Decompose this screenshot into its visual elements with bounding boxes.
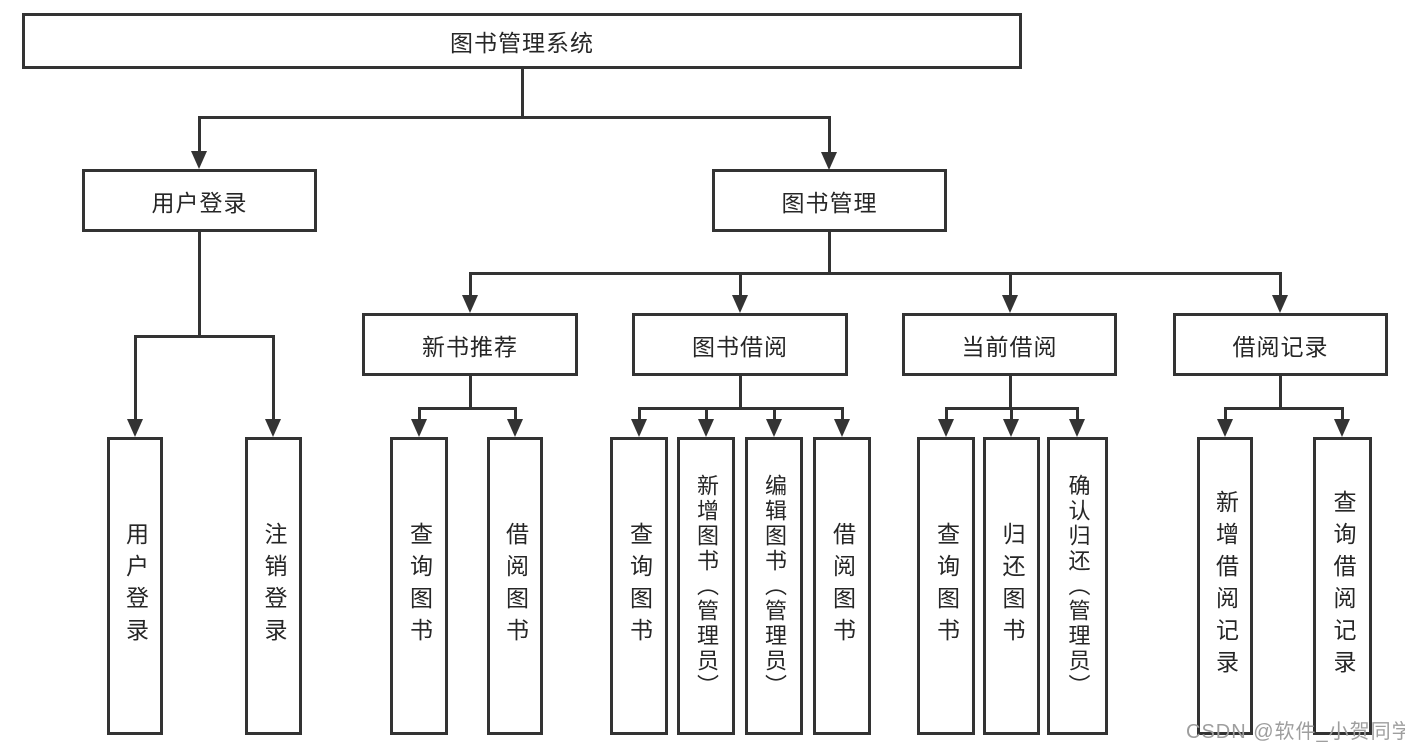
arrowhead-icon-4 xyxy=(462,295,478,313)
node-current-borrow: 当前借阅 xyxy=(902,313,1117,376)
node-book-management-label: 图书管理 xyxy=(781,189,878,216)
arrowhead-icon-9 xyxy=(507,419,523,437)
leaf-query-books-2-label: 查询图书 xyxy=(626,522,653,650)
connector-drop-18 xyxy=(1340,406,1344,421)
leaf-query-books-3: 查询图书 xyxy=(917,437,975,735)
connector-drop-13 xyxy=(840,406,844,421)
connector-drop-8 xyxy=(417,406,421,421)
connector-stem-5 xyxy=(1008,376,1012,410)
arrowhead-icon-18 xyxy=(1334,419,1350,437)
connector-drop-9 xyxy=(513,406,517,421)
leaf-query-borrow-record: 查询借阅记录 xyxy=(1313,437,1372,735)
node-book-management: 图书管理 xyxy=(712,169,947,232)
connector-drop-14 xyxy=(944,406,948,421)
connector-bar-3 xyxy=(417,406,517,410)
leaf-confirm-return-admin-label: 确认归还（管理员） xyxy=(1065,473,1091,699)
connector-bar-1 xyxy=(133,334,275,338)
arrowhead-icon-15 xyxy=(1003,419,1019,437)
leaf-query-books-1-label: 查询图书 xyxy=(406,522,433,650)
node-borrow-records-label: 借阅记录 xyxy=(1232,333,1329,360)
leaf-borrow-books-1-label: 借阅图书 xyxy=(502,522,529,650)
watermark-text: CSDN @软件_小贺同学 xyxy=(1186,721,1405,743)
arrowhead-icon-13 xyxy=(834,419,850,437)
connector-drop-7 xyxy=(1278,271,1282,297)
connector-drop-4 xyxy=(468,271,472,297)
connector-drop-12 xyxy=(772,406,776,421)
leaf-borrow-books-2: 借阅图书 xyxy=(813,437,871,735)
leaf-confirm-return-admin: 确认归还（管理员） xyxy=(1047,437,1108,735)
connector-drop-10 xyxy=(637,406,641,421)
leaf-user-login-label: 用户登录 xyxy=(122,522,149,650)
node-book-borrow: 图书借阅 xyxy=(632,313,848,376)
leaf-return-book-label: 归还图书 xyxy=(999,522,1025,650)
leaf-return-book: 归还图书 xyxy=(983,437,1040,735)
connector-stem-2 xyxy=(827,232,831,275)
connector-drop-17 xyxy=(1223,406,1227,421)
connector-drop-16 xyxy=(1075,406,1079,421)
node-user-login-label: 用户登录 xyxy=(151,189,248,216)
arrowhead-icon-17 xyxy=(1217,419,1233,437)
connector-bar-4 xyxy=(637,406,844,410)
leaf-query-borrow-record-label: 查询借阅记录 xyxy=(1330,490,1356,682)
connector-bar-2 xyxy=(468,271,1282,275)
arrowhead-icon-8 xyxy=(411,419,427,437)
connector-bar-6 xyxy=(1223,406,1344,410)
leaf-borrow-books-2-label: 借阅图书 xyxy=(829,522,856,650)
node-current-borrow-label: 当前借阅 xyxy=(961,333,1058,360)
connector-drop-1 xyxy=(827,115,831,154)
connector-stem-4 xyxy=(738,376,742,410)
arrowhead-icon-14 xyxy=(938,419,954,437)
arrowhead-icon-7 xyxy=(1272,295,1288,313)
leaf-add-book-admin-label: 新增图书（管理员） xyxy=(694,473,719,699)
connector-drop-15 xyxy=(1009,406,1013,421)
connector-stem-3 xyxy=(468,376,472,410)
node-book-borrow-label: 图书借阅 xyxy=(692,333,788,360)
leaf-edit-book-admin: 编辑图书（管理员） xyxy=(745,437,803,735)
arrowhead-icon-16 xyxy=(1069,419,1085,437)
arrowhead-icon-0 xyxy=(191,151,207,169)
connector-stem-0 xyxy=(520,69,524,118)
connector-stem-1 xyxy=(197,232,201,338)
leaf-add-borrow-record-label: 新增借阅记录 xyxy=(1212,490,1239,682)
arrowhead-icon-11 xyxy=(698,419,714,437)
node-new-book-recommend: 新书推荐 xyxy=(362,313,578,376)
arrowhead-icon-6 xyxy=(1002,295,1018,313)
arrowhead-icon-1 xyxy=(821,152,837,170)
leaf-borrow-books-1: 借阅图书 xyxy=(487,437,543,735)
connector-drop-11 xyxy=(704,406,708,421)
connector-bar-0 xyxy=(197,115,831,119)
arrowhead-icon-5 xyxy=(732,295,748,313)
node-root-label: 图书管理系统 xyxy=(450,30,594,56)
leaf-user-login: 用户登录 xyxy=(107,437,163,735)
connector-stem-6 xyxy=(1278,376,1282,410)
connector-drop-0 xyxy=(197,115,201,153)
arrowhead-icon-10 xyxy=(631,419,647,437)
arrowhead-icon-3 xyxy=(265,419,281,437)
leaf-edit-book-admin-label: 编辑图书（管理员） xyxy=(762,473,787,699)
node-new-book-recommend-label: 新书推荐 xyxy=(422,333,518,360)
node-user-login: 用户登录 xyxy=(82,169,317,232)
arrowhead-icon-2 xyxy=(127,419,143,437)
leaf-add-borrow-record: 新增借阅记录 xyxy=(1197,437,1253,735)
leaf-query-books-3-label: 查询图书 xyxy=(933,522,960,650)
connector-drop-3 xyxy=(271,334,275,421)
node-root: 图书管理系统 xyxy=(22,13,1022,69)
leaf-logout-label: 注销登录 xyxy=(261,522,287,650)
node-borrow-records: 借阅记录 xyxy=(1173,313,1388,376)
arrowhead-icon-12 xyxy=(766,419,782,437)
leaf-query-books-1: 查询图书 xyxy=(390,437,448,735)
leaf-query-books-2: 查询图书 xyxy=(610,437,668,735)
connector-drop-2 xyxy=(133,334,137,421)
leaf-logout: 注销登录 xyxy=(245,437,302,735)
leaf-add-book-admin: 新增图书（管理员） xyxy=(677,437,735,735)
connector-drop-6 xyxy=(1008,271,1012,297)
connector-drop-5 xyxy=(738,271,742,297)
